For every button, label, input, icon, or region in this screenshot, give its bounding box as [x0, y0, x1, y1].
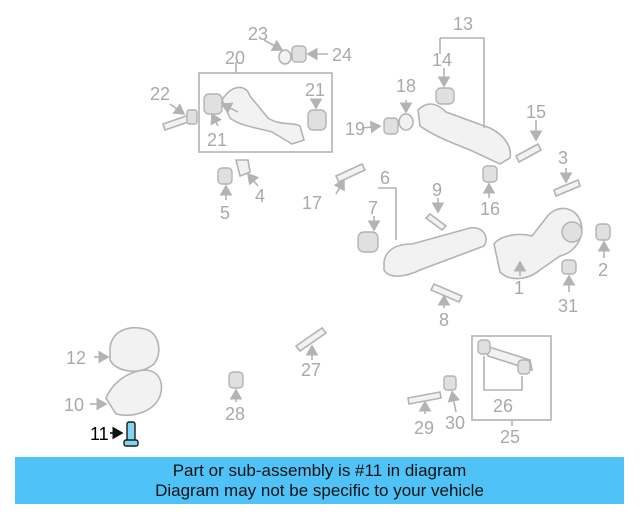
label-5: 5	[220, 203, 230, 223]
label-31: 31	[558, 296, 578, 316]
label-14: 14	[432, 50, 452, 70]
leader-lines	[90, 37, 611, 426]
label-13: 13	[453, 14, 473, 34]
nut-31	[561, 259, 577, 275]
bushing-5	[217, 167, 233, 185]
bushing-28	[228, 371, 244, 389]
bolt-22	[161, 109, 198, 132]
bolt-11-highlighted	[123, 421, 139, 447]
label-27: 27	[301, 360, 321, 380]
washer-23	[278, 49, 292, 65]
upper-control-arm	[203, 86, 327, 145]
label-2: 2	[598, 260, 608, 280]
lower-control-arm-13	[417, 87, 512, 165]
label-16: 16	[480, 199, 500, 219]
bracket-4	[234, 159, 251, 178]
label-1: 1	[514, 278, 524, 298]
mount-cover-12	[109, 326, 160, 372]
washer-18	[398, 113, 414, 131]
banner-line-2: Diagram may not be specific to your vehi…	[155, 480, 484, 500]
label-10: 10	[64, 395, 84, 415]
banner-line-1: Part or sub-assembly is #11 in diagram	[172, 460, 467, 480]
label-28: 28	[225, 404, 245, 424]
bolt-29	[407, 391, 442, 405]
label-4: 4	[255, 186, 265, 206]
parts-diagram: 1 2 3 4 5 6 7 8 9 10 11 12 13 14 15 16 1…	[64, 14, 611, 447]
bolt-8	[429, 282, 464, 304]
label-15: 15	[526, 102, 546, 122]
group-box-20	[198, 72, 333, 153]
bolt-9	[424, 212, 448, 232]
trailing-arm-6	[357, 226, 487, 277]
label-22: 22	[150, 84, 170, 104]
callout-labels: 1 2 3 4 5 6 7 8 9 10 11 12 13 14 15 16 1…	[64, 14, 608, 447]
bushing-2	[595, 223, 611, 241]
bolt-27	[294, 326, 328, 353]
bolt-17	[334, 162, 367, 184]
label-3: 3	[558, 148, 568, 168]
bushing-24	[291, 45, 307, 63]
bracket-10	[105, 369, 163, 416]
label-7: 7	[368, 198, 378, 218]
label-9: 9	[432, 180, 442, 200]
bolt-15	[514, 142, 543, 164]
label-8: 8	[439, 310, 449, 330]
label-12: 12	[66, 348, 86, 368]
label-18: 18	[396, 76, 416, 96]
bushing-19	[383, 117, 399, 135]
label-24: 24	[332, 45, 352, 65]
bushing-16	[482, 165, 498, 183]
label-26: 26	[493, 396, 513, 416]
label-6: 6	[380, 168, 390, 188]
bolt-3	[553, 178, 581, 198]
label-20: 20	[225, 48, 245, 68]
label-29: 29	[414, 418, 434, 438]
link-26	[477, 339, 534, 375]
label-17: 17	[302, 193, 322, 213]
nut-30	[443, 375, 457, 391]
label-23: 23	[248, 24, 268, 44]
label-21b: 21	[207, 130, 227, 150]
label-21a: 21	[305, 80, 325, 100]
info-banner: Part or sub-assembly is #11 in diagram D…	[15, 457, 624, 504]
label-19: 19	[345, 119, 365, 139]
label-30: 30	[445, 413, 465, 433]
label-11: 11	[90, 424, 109, 444]
label-25: 25	[500, 427, 520, 447]
